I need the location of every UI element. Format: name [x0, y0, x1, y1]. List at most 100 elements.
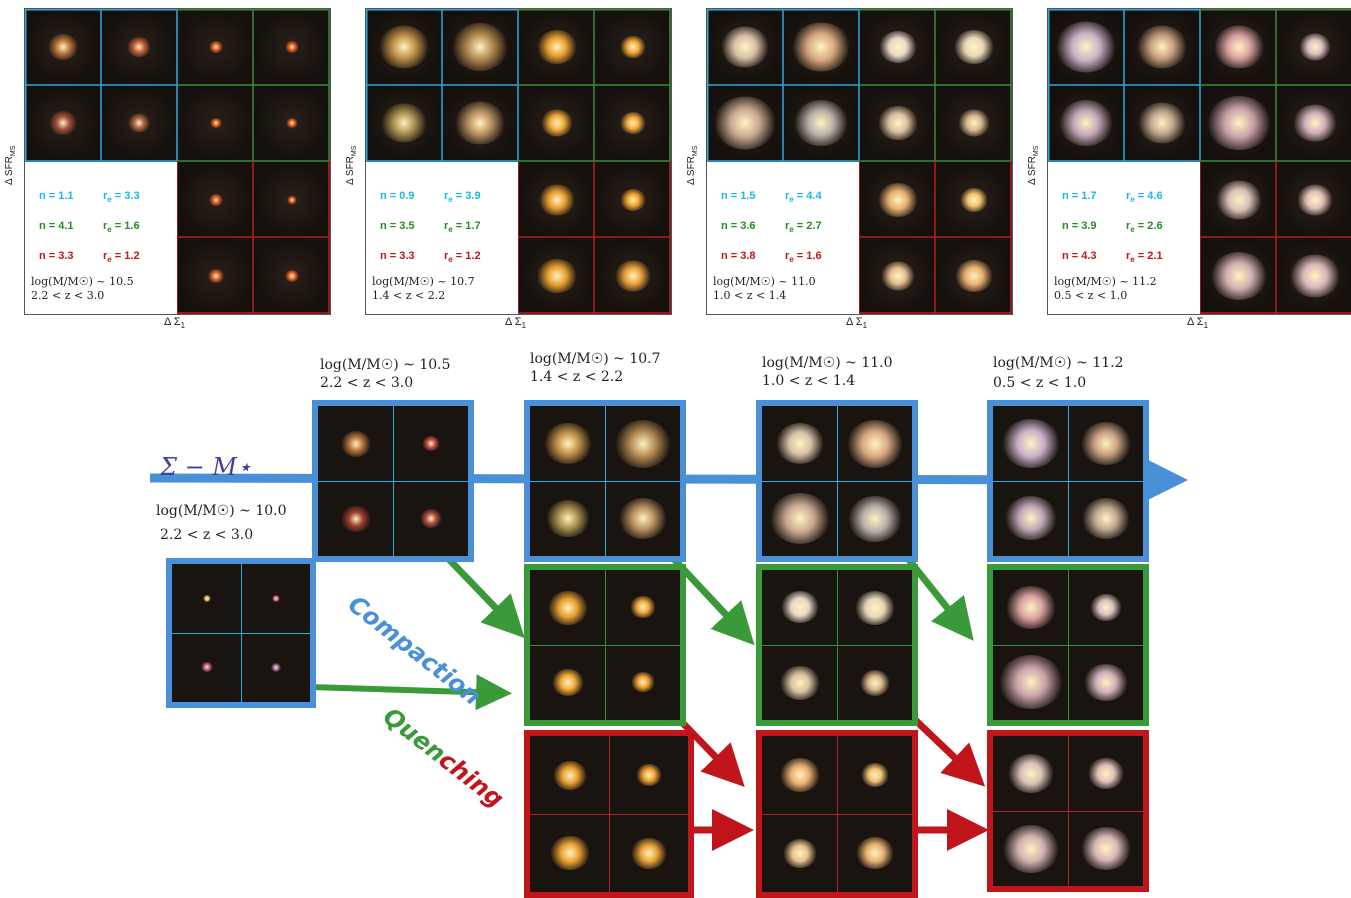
galaxy-cutout	[1048, 9, 1124, 85]
stage-1-blue-cutouts	[312, 400, 474, 562]
galaxy-cutout	[1124, 9, 1201, 85]
stage-4-mass: log(M/M☉) ~ 11.2	[993, 355, 1124, 371]
start-mass-label: log(M/M☉) ~ 10.0	[156, 503, 287, 519]
re-symbol: r	[785, 220, 790, 232]
effective-radius-blue: re = 4.4	[785, 190, 822, 204]
galaxy-cutout	[253, 161, 330, 238]
galaxy-image	[1215, 180, 1262, 219]
x-axis-label: Δ Σ1	[846, 316, 867, 330]
galaxy-image	[1080, 827, 1131, 871]
galaxy-image	[859, 669, 890, 696]
y-axis-text: Δ SFR	[686, 156, 697, 185]
x-axis-subscript: 1	[862, 321, 868, 331]
stage-4-green-cutouts	[987, 564, 1149, 726]
galaxy-image	[200, 662, 213, 673]
re-subscript: e	[789, 255, 794, 265]
galaxy-image	[630, 672, 655, 693]
galaxy-image	[545, 499, 590, 537]
galaxy-cutout	[442, 85, 519, 162]
galaxy-image	[855, 836, 894, 869]
galaxy-cutout	[177, 237, 254, 314]
sersic-index-green: n = 3.6	[721, 220, 756, 232]
galaxy-cutout	[594, 85, 671, 162]
stage-1-redshift: 2.2 < z < 3.0	[320, 375, 414, 391]
galaxy-image	[1001, 418, 1060, 468]
re-subscript: e	[1130, 195, 1135, 205]
effective-radius-red: re = 2.1	[1126, 250, 1163, 264]
galaxy-cutout	[935, 237, 1012, 314]
galaxy-image	[775, 423, 824, 465]
galaxy-image	[1056, 21, 1116, 73]
panel-mass: log(M/M☉) ~ 10.5	[31, 275, 134, 288]
x-axis-label: Δ Σ1	[164, 316, 185, 330]
re-subscript: e	[448, 225, 453, 235]
galaxy-image	[549, 836, 590, 870]
galaxy-cutout	[1276, 161, 1351, 238]
re-symbol: r	[103, 190, 108, 202]
grid-divider	[530, 645, 680, 646]
re-value: = 3.9	[452, 190, 481, 202]
galaxy-image	[782, 838, 817, 868]
galaxy-image	[792, 22, 851, 72]
galaxy-image	[721, 26, 769, 68]
panel-mass: log(M/M☉) ~ 10.7	[372, 275, 475, 288]
effective-radius-red: re = 1.6	[785, 250, 822, 264]
start-galaxies-cutouts	[166, 558, 316, 708]
re-value: = 1.6	[111, 220, 140, 232]
galaxy-cutout	[253, 9, 330, 85]
sersic-index-red: n = 3.3	[380, 250, 415, 262]
galaxy-image	[543, 423, 592, 465]
galaxy-image	[1081, 498, 1130, 540]
galaxy-cutout	[518, 237, 595, 314]
re-symbol: r	[444, 190, 449, 202]
grid-divider	[530, 481, 680, 482]
galaxy-image	[127, 37, 152, 57]
galaxy-cutout	[442, 9, 519, 85]
effective-radius-blue: re = 3.9	[444, 190, 481, 204]
sersic-index-green: n = 3.5	[380, 220, 415, 232]
track-label: Σ − M⋆	[160, 453, 252, 481]
effective-radius-blue: re = 3.3	[103, 190, 140, 204]
early-compaction-arrow	[309, 674, 512, 711]
galaxy-image	[1004, 496, 1057, 541]
galaxy-image	[794, 100, 849, 147]
galaxy-image	[207, 268, 224, 283]
galaxy-cutout	[25, 9, 101, 85]
galaxy-image	[1080, 422, 1131, 466]
galaxy-image	[1007, 753, 1054, 793]
galaxy-image	[49, 111, 77, 136]
galaxy-image	[854, 590, 895, 625]
galaxy-image	[1206, 96, 1271, 151]
galaxy-image	[1298, 33, 1331, 61]
galaxy-image	[629, 596, 656, 619]
panel-redshift: 1.0 < z < 1.4	[713, 289, 787, 302]
quenching-arrow-2	[907, 712, 986, 787]
galaxy-cutout	[935, 9, 1012, 85]
sersic-index-blue: n = 0.9	[380, 190, 415, 202]
y-axis-label: Δ SFRMS	[1027, 146, 1040, 185]
grid-divider	[993, 481, 1143, 482]
stage-3-mass: log(M/M☉) ~ 11.0	[762, 355, 893, 371]
y-axis-text: Δ SFR	[1027, 156, 1038, 185]
galaxy-image	[619, 36, 646, 58]
galaxy-cutout	[101, 9, 178, 85]
stage-3-green-cutouts	[756, 564, 918, 726]
re-subscript: e	[1130, 255, 1135, 265]
x-axis-text: Δ Σ	[505, 316, 522, 328]
galaxy-image	[1087, 758, 1124, 790]
galaxy-cutout	[859, 161, 936, 238]
galaxy-image	[340, 430, 371, 457]
galaxy-image	[381, 103, 427, 143]
x-axis-label: Δ Σ1	[505, 316, 526, 330]
galaxy-image	[208, 193, 223, 206]
grid-divider	[172, 633, 310, 634]
galaxy-image	[614, 260, 651, 292]
galaxy-image	[1296, 184, 1333, 215]
galaxy-image	[780, 591, 819, 624]
galaxy-cutout	[25, 85, 101, 162]
galaxy-image	[1292, 104, 1337, 142]
galaxy-image	[779, 758, 820, 792]
